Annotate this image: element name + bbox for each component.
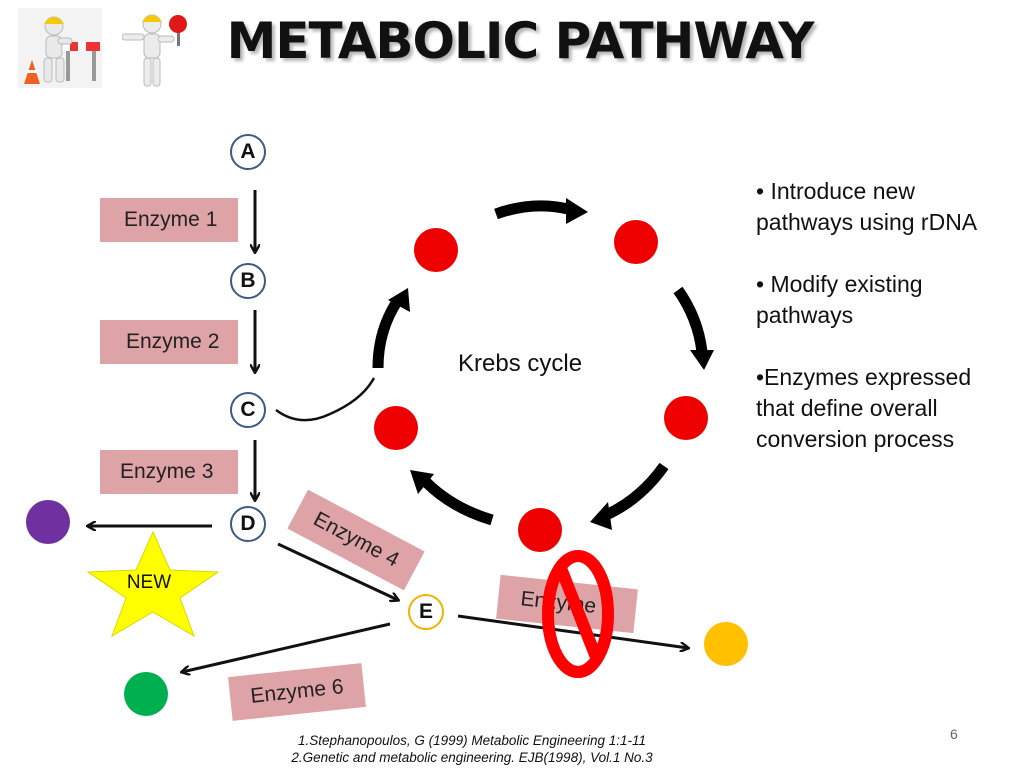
green-product-dot bbox=[124, 672, 168, 716]
krebs-arrow-top bbox=[494, 200, 574, 220]
node-a: A bbox=[230, 134, 266, 170]
arrow-e-to-orange bbox=[457, 614, 688, 648]
new-star bbox=[86, 530, 220, 638]
enzyme-2-box: Enzyme 2 bbox=[100, 320, 238, 364]
krebs-intermediate-dot bbox=[374, 406, 418, 450]
page-number: 6 bbox=[950, 726, 958, 742]
krebs-intermediate-dot bbox=[414, 228, 458, 272]
node-d: D bbox=[230, 506, 266, 542]
stop-sign-figure-clipart bbox=[122, 14, 187, 87]
node-c: C bbox=[230, 392, 266, 428]
node-b: B bbox=[230, 263, 266, 299]
node-e: E bbox=[408, 594, 444, 630]
orange-product-dot bbox=[704, 622, 748, 666]
enzyme-1-label: Enzyme 1 bbox=[124, 208, 218, 231]
krebs-arrow-bottom-left bbox=[422, 478, 494, 526]
slide-title: METABOLIC PATHWAY bbox=[226, 12, 815, 70]
krebs-intermediate-dot bbox=[614, 220, 658, 264]
purple-product-dot bbox=[26, 500, 70, 544]
arrow-d-to-e bbox=[277, 542, 398, 600]
krebs-arrow-left bbox=[372, 296, 403, 369]
krebs-arrow-right bbox=[673, 286, 708, 353]
arrow-e-to-green bbox=[182, 622, 391, 672]
krebs-intermediate-dot bbox=[518, 508, 562, 552]
krebs-arrow-bottom-right bbox=[601, 462, 669, 522]
bullet-item: • Introduce new pathways using rDNA bbox=[756, 178, 978, 235]
new-label: NEW bbox=[126, 572, 172, 593]
reference-2: 2.Genetic and metabolic engineering. EJB… bbox=[291, 750, 653, 765]
krebs-cycle-label: Krebs cycle bbox=[458, 350, 583, 377]
bullet-list: • Introduce new pathways using rDNA • Mo… bbox=[756, 176, 1006, 486]
enzyme-3-box: Enzyme 3 bbox=[100, 450, 238, 494]
construction-worker-clipart bbox=[18, 8, 102, 88]
krebs-intermediate-dot bbox=[664, 396, 708, 440]
bullet-item: •Enzymes expressed that define overall c… bbox=[756, 364, 972, 452]
enzyme-2-label: Enzyme 2 bbox=[126, 330, 220, 353]
arrow-c-to-krebs bbox=[275, 377, 376, 422]
bullet-item: • Modify existing pathways bbox=[756, 271, 923, 328]
reference-1: 1.Stephanopoulos, G (1999) Metabolic Eng… bbox=[298, 733, 646, 748]
enzyme-1-box: Enzyme 1 bbox=[100, 198, 238, 242]
enzyme-3-label: Enzyme 3 bbox=[120, 460, 214, 483]
references: 1.Stephanopoulos, G (1999) Metabolic Eng… bbox=[250, 732, 694, 766]
